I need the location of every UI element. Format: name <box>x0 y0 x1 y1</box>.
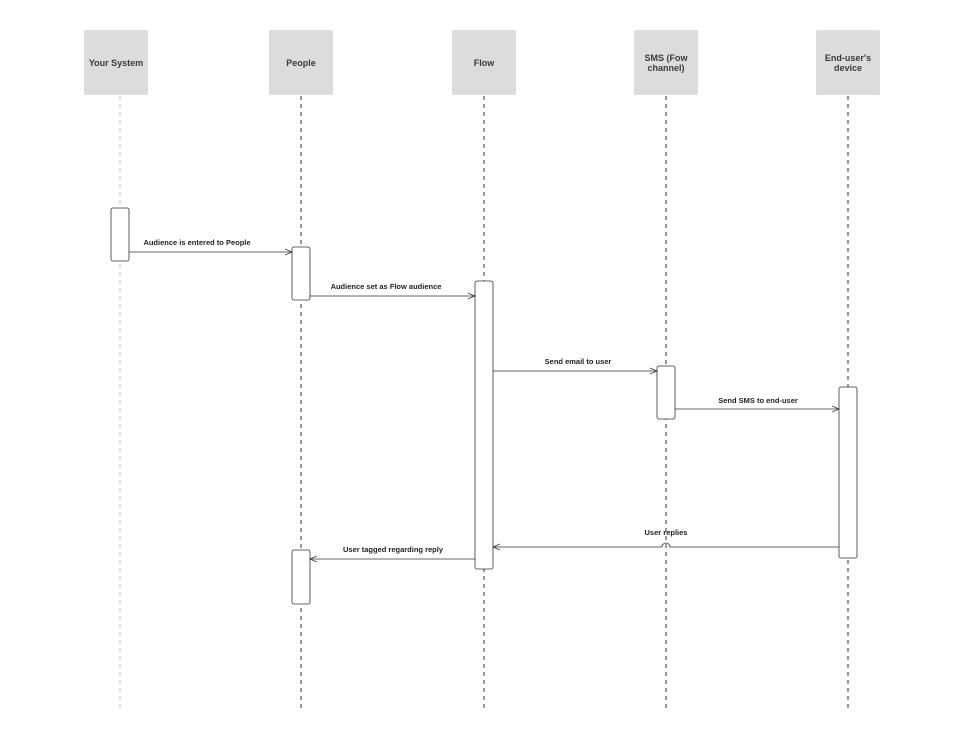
message-label: Audience is entered to People <box>143 238 250 247</box>
participant-your-system: Your System <box>84 30 148 95</box>
participant-people: People <box>269 30 333 95</box>
message-label: User replies <box>645 528 688 537</box>
participant-flow: Flow <box>452 30 516 95</box>
participant-sms-channel: SMS (Fow channel) <box>634 30 698 95</box>
participant-label: Your System <box>88 57 144 68</box>
message-label: Send SMS to end-user <box>718 396 798 405</box>
activation-box-people <box>291 246 311 301</box>
activation-box-device <box>838 386 858 559</box>
message-label: User tagged regarding reply <box>343 545 444 554</box>
activation-box-people <box>291 549 311 605</box>
message-label: Send email to user <box>545 357 612 366</box>
message-label: Audience set as Flow audience <box>331 282 442 291</box>
participant-label: End-user's device <box>824 52 872 73</box>
activation-box-sms <box>656 365 676 420</box>
activation-box-system <box>110 207 130 262</box>
participant-end-user-device: End-user's device <box>816 30 880 95</box>
participant-label: SMS (Fow channel) <box>644 52 688 73</box>
activation-box-flow <box>474 280 494 570</box>
participant-label: Flow <box>473 57 495 68</box>
participant-label: People <box>286 57 316 68</box>
message-arrow <box>493 542 839 547</box>
